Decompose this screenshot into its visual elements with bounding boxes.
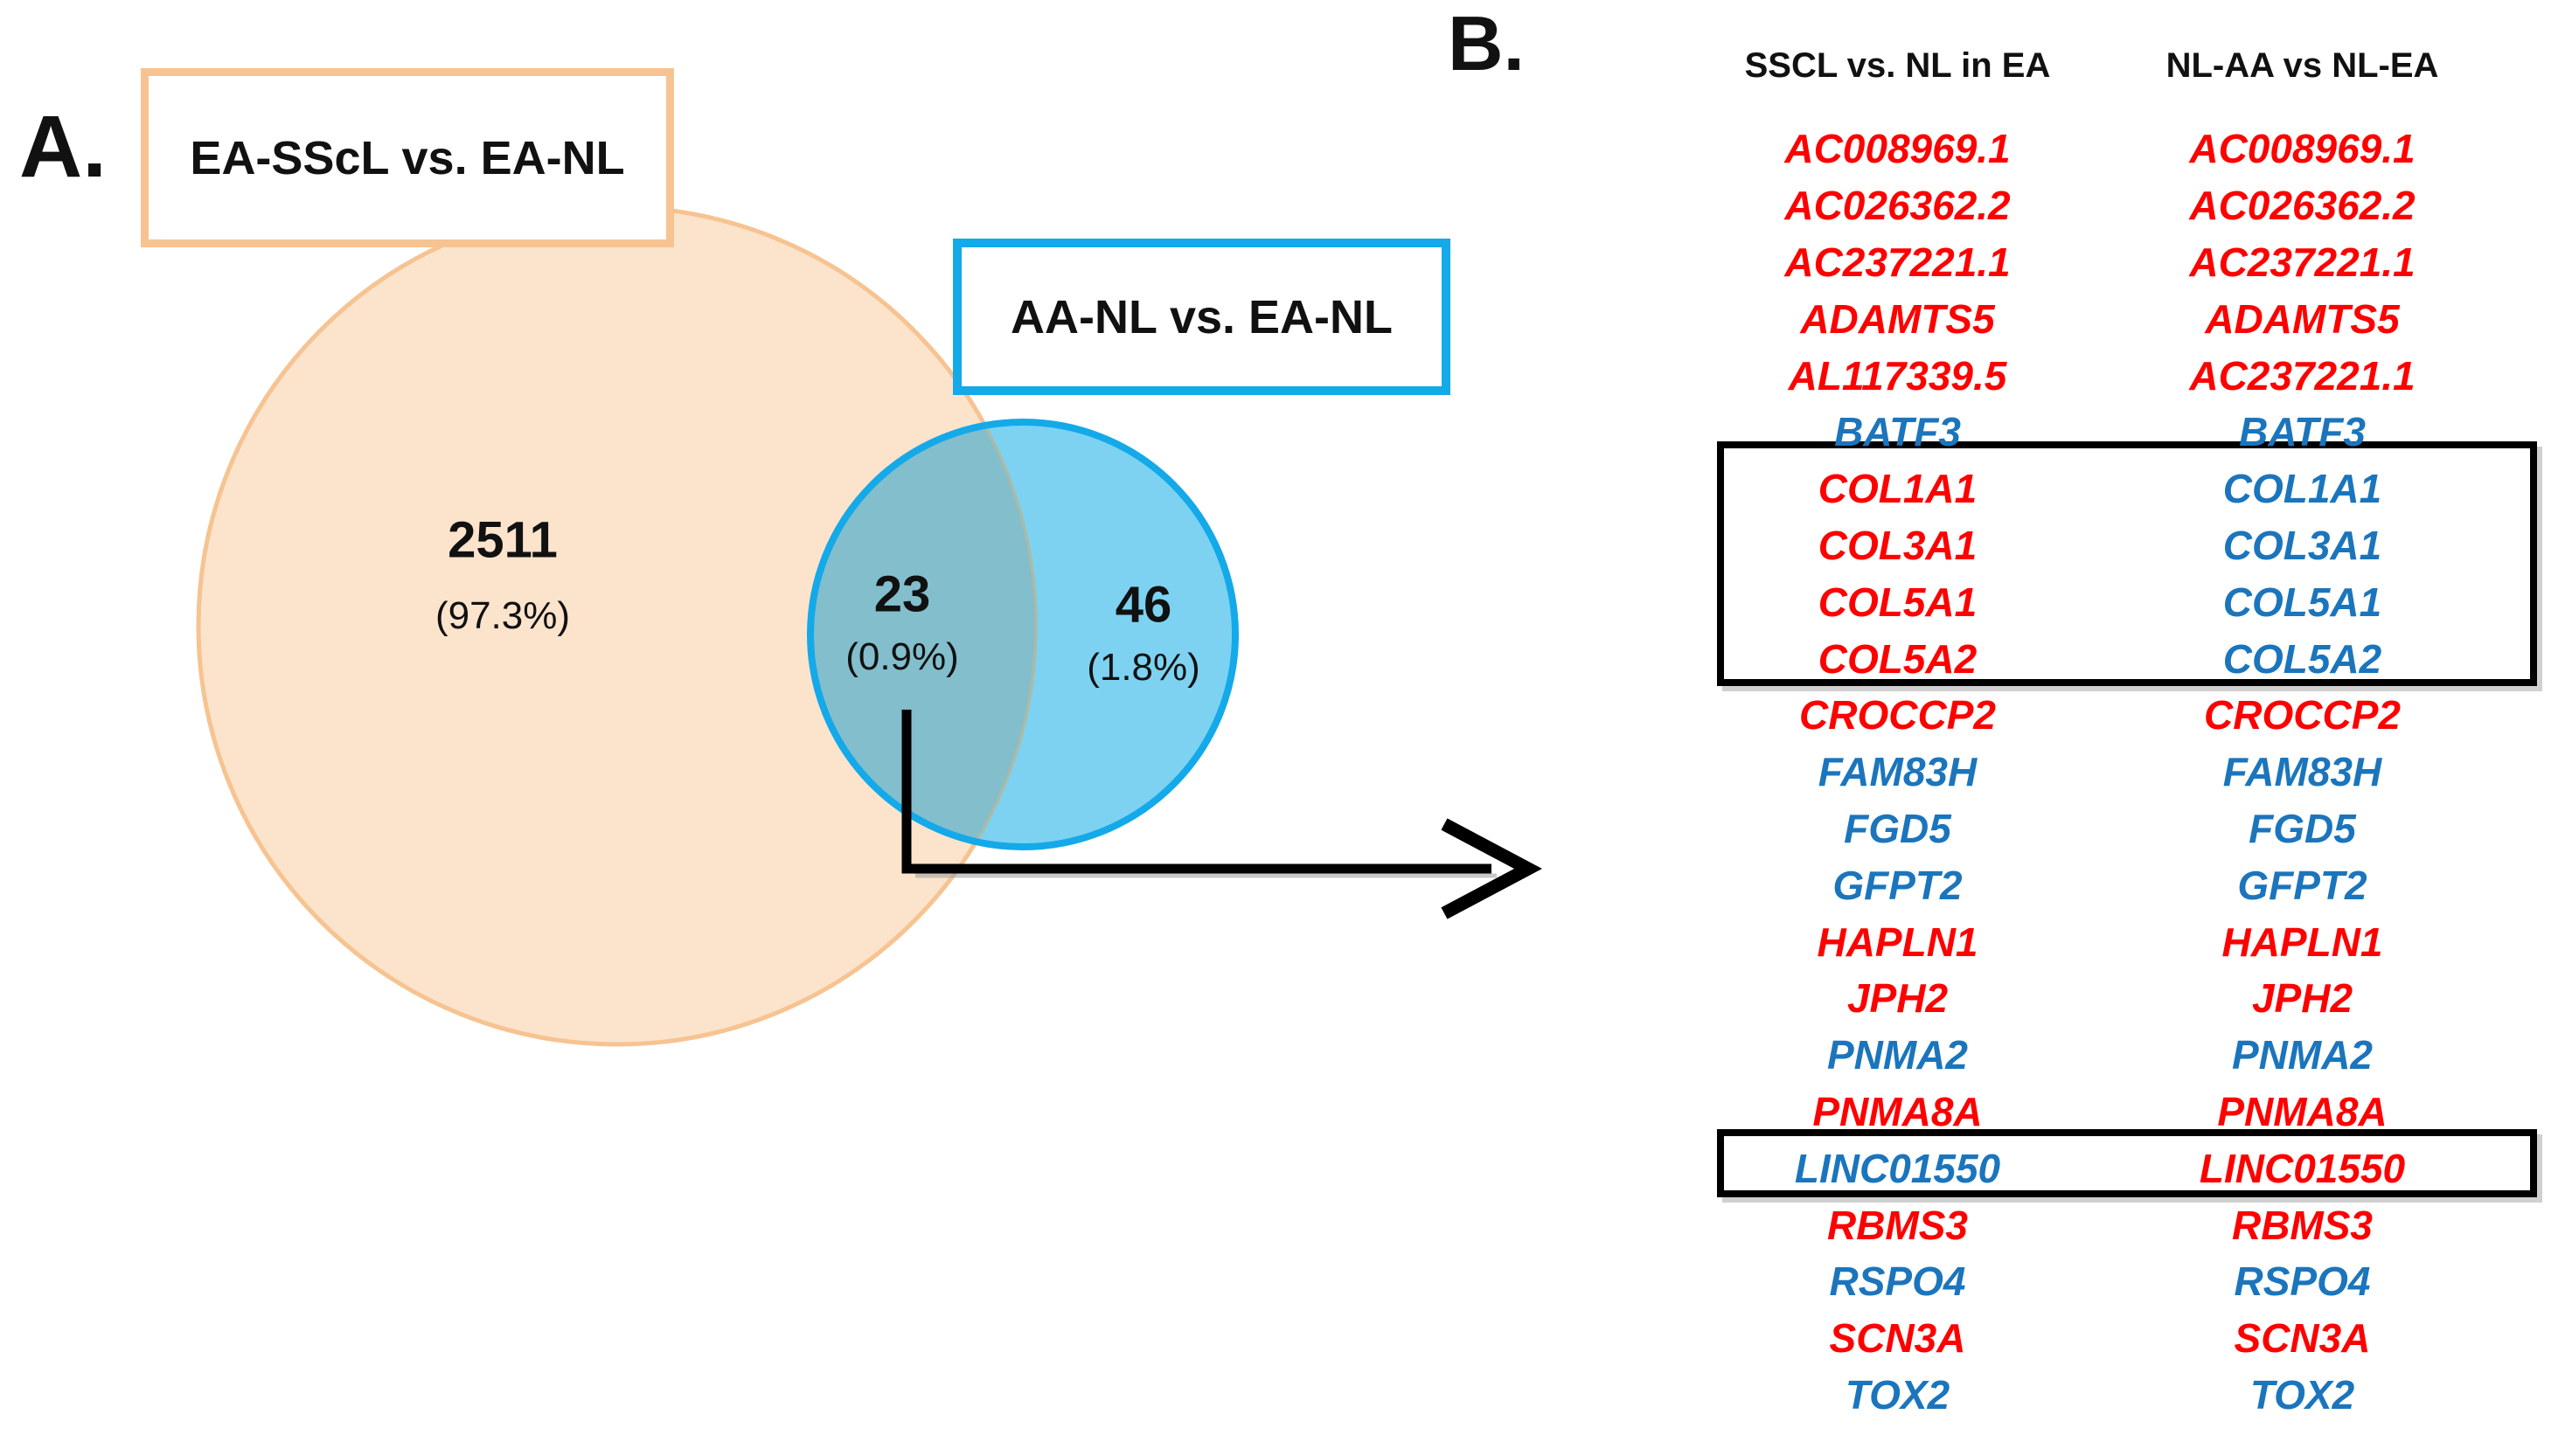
gene-label: HAPLN1 [1817,919,1978,965]
gene-label: AC026362.2 [1784,183,2011,229]
gene-label: COL5A2 [2222,635,2382,682]
blue-set-label: AA-NL vs. EA-NL [1010,290,1394,343]
gene-label: JPH2 [1846,975,1949,1022]
gene-label: FAM83H [2222,749,2382,795]
gene-label: AC237221.1 [2189,352,2416,399]
blue-set-circle-outline [807,419,1239,850]
gene-label: COL1A1 [1818,466,1978,512]
gene-label: RSPO4 [2234,1258,2371,1305]
orange-set-label-box: EA-SScL vs. EA-NL [141,68,674,247]
gene-label: LINC01550 [2199,1145,2406,1191]
gene-label: AC237221.1 [2189,239,2416,285]
gene-label: CROCCP2 [2204,692,2401,738]
gene-label: FGD5 [2249,805,2356,851]
gene-column-header-1: SSCL vs. NL in EA [1744,46,2051,85]
gene-label: ADAMTS5 [1800,295,1995,342]
panel-b-label: B. [1448,0,1525,87]
gene-label: GFPT2 [1832,862,1963,908]
overlap-arrow-line [901,710,1491,874]
overlap-count: 23 [873,565,931,623]
gene-label: COL5A2 [1818,635,1978,682]
gene-label: BATF3 [1834,409,1961,455]
gene-label: AC008969.1 [2189,126,2416,172]
gene-label: ADAMTS5 [2205,295,2400,342]
gene-label: AC026362.2 [2189,183,2416,229]
left-only-percent: (97.3%) [434,594,571,637]
collagen-genes-box [1717,441,2537,686]
panel-a-label: A. [19,98,107,196]
gene-label: JPH2 [2251,975,2353,1022]
left-only-count: 2511 [448,511,558,569]
gene-label: PNMA2 [2231,1032,2374,1078]
venn-overlap-region [810,422,1036,847]
gene-label: PNMA8A [2217,1088,2388,1134]
gene-label: COL5A1 [2222,579,2382,625]
gene-label: TOX2 [1845,1371,1950,1418]
gene-label: PNMA8A [1812,1088,1983,1134]
gene-label: HAPLN1 [2221,919,2383,965]
orange-set-label: EA-SScL vs. EA-NL [190,131,625,184]
overlap-arc [810,422,1038,847]
gene-label: SCN3A [2234,1315,2371,1362]
gene-label: RSPO4 [1829,1258,1966,1305]
gene-label: TOX2 [2249,1371,2355,1418]
gene-label: COL1A1 [2222,466,2382,512]
overlap-percent: (0.9%) [845,635,959,678]
gene-label: COL3A1 [2222,522,2382,568]
gene-label: PNMA2 [1826,1032,1969,1078]
gene-label: COL5A1 [1818,579,1978,625]
right-only-count: 46 [1115,576,1172,634]
gene-label: LINC01550 [1794,1145,2001,1191]
gene-label: CROCCP2 [1799,692,1996,738]
right-only-percent: (1.8%) [1087,646,1200,689]
gene-label: RBMS3 [1826,1202,1969,1248]
gene-label: SCN3A [1829,1315,1966,1362]
gene-label: AC237221.1 [1784,239,2011,285]
gene-label: RBMS3 [2231,1202,2374,1248]
gene-label: AC008969.1 [1784,126,2011,172]
gene-label: FAM83H [1818,749,1978,795]
linc01550-box [1717,1129,2537,1197]
gene-label: COL3A1 [1818,522,1978,568]
gene-label: FGD5 [1844,805,1951,851]
gene-column-header-2: NL-AA vs NL-EA [2165,46,2439,85]
gene-label: BATF3 [2239,409,2366,455]
blue-set-label-box: AA-NL vs. EA-NL [953,239,1450,395]
gene-label: AL117339.5 [1788,352,2007,399]
gene-label: GFPT2 [2237,862,2367,908]
arrow-head-icon [1441,818,1542,919]
